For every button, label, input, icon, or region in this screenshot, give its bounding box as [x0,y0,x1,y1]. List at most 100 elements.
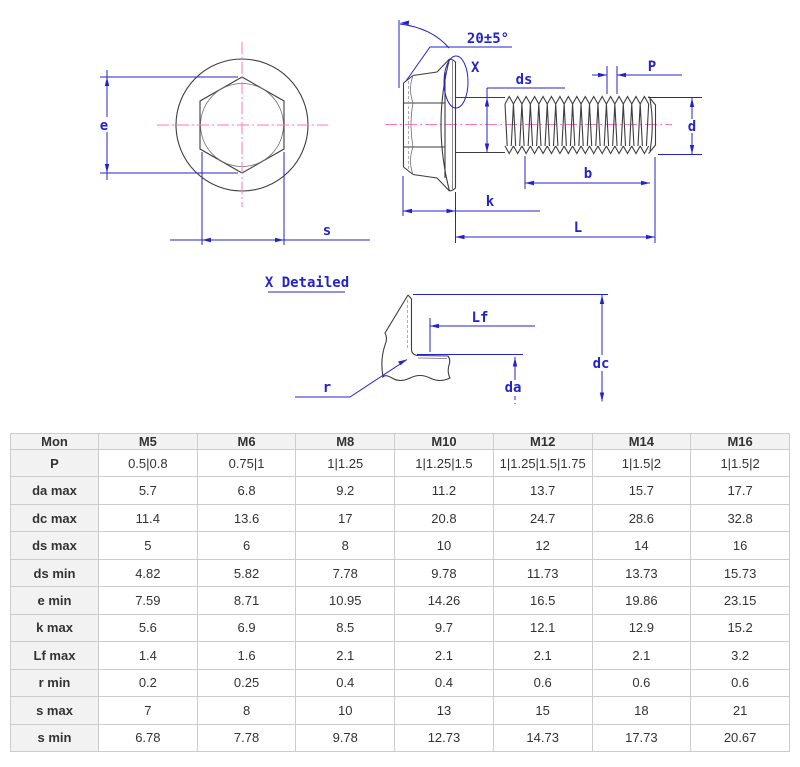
row-label-cell: ds min [10,558,99,588]
value-cell: 12 [492,531,593,560]
value-cell: 17 [295,503,396,533]
value-cell: 6.78 [98,723,198,753]
value-cell: 8.5 [295,613,396,643]
value-cell: 15.2 [690,613,790,643]
detail-view-title: X Detailed [265,275,349,291]
value-cell: 1.6 [196,641,297,670]
value-cell: 9.7 [394,613,494,643]
value-cell: 0.6 [690,668,790,698]
column-header-cell: M8 [295,433,396,450]
value-cell: 21 [690,696,790,725]
value-cell: 16 [690,531,790,560]
value-cell: 28.6 [591,503,692,533]
detail-view: X Detailed Lf dc da [265,275,614,404]
front-view: e s [98,42,370,245]
da-dimension-label: da [505,380,522,396]
dc-dimension: dc [413,294,614,402]
x-detail-marker: X [443,55,480,109]
value-cell: 12.1 [492,613,593,643]
flange-profile [440,58,457,192]
side-view: 20±5° X ds P d [385,20,702,243]
s-dimension: s [170,152,370,245]
value-cell: 2.1 [394,641,494,670]
value-cell: 20.67 [690,723,790,753]
l-dimension: L [455,157,656,243]
value-cell: 6 [196,531,297,560]
k-dimension-label: k [486,194,495,210]
value-cell: 1|1.25|1.5|1.75 [492,448,593,478]
row-label-cell: s max [10,696,99,725]
angle-dimension-label: 20±5° [467,31,509,47]
s-dimension-label: s [323,223,331,239]
value-cell: 9.2 [295,476,396,505]
ds-dimension-label: ds [516,72,533,88]
row-label-cell: P [10,448,99,478]
row-label-cell: dc max [10,503,99,533]
value-cell: 5.82 [196,558,297,588]
row-label-cell: s min [10,723,99,753]
row-label-cell: Lf max [10,641,99,670]
value-cell: 2.1 [295,641,396,670]
value-cell: 1.4 [98,641,198,670]
p-dimension: P [592,59,682,94]
value-cell: 7.59 [98,586,198,615]
value-cell: 0.75|1 [196,448,297,478]
hex-head-profile [402,58,450,192]
value-cell: 1|1.5|2 [591,448,692,478]
value-cell: 9.78 [295,723,396,753]
value-cell: 17.73 [591,723,692,753]
value-cell: 7 [98,696,198,725]
value-cell: 2.1 [591,641,692,670]
value-cell: 0.5|0.8 [98,448,198,478]
value-cell: 0.2 [98,668,198,698]
d-dimension: d [648,97,702,155]
flange-angle-callout: 20±5° [398,20,512,88]
shank [456,96,505,154]
value-cell: 7.78 [196,723,297,753]
da-dimension: da [417,354,523,404]
value-cell: 8.71 [196,586,297,615]
e-dimension-label: e [100,118,108,134]
row-label-cell: ds max [10,531,99,560]
row-label-cell: e min [10,586,99,615]
dc-dimension-label: dc [593,356,610,372]
value-cell: 11.4 [98,503,198,533]
value-cell: 10 [394,531,494,560]
value-cell: 5.6 [98,613,198,643]
d-dimension-label: d [688,119,696,135]
value-cell: 14 [591,531,692,560]
technical-drawing: e s [98,20,702,404]
value-cell: 32.8 [690,503,790,533]
value-cell: 12.73 [394,723,494,753]
value-cell: 23.15 [690,586,790,615]
value-cell: 5.7 [98,476,198,505]
thread-profile [504,95,650,155]
value-cell: 11.73 [492,558,593,588]
l-dimension-label: L [574,220,582,236]
value-cell: 20.8 [394,503,494,533]
value-cell: 13.6 [196,503,297,533]
row-label-cell: r min [10,668,99,698]
lf-dimension-label: Lf [472,310,489,326]
b-dimension-label: b [584,166,592,182]
value-cell: 13 [394,696,494,725]
ds-dimension: ds [484,72,565,153]
value-cell: 2.1 [492,641,593,670]
column-header-cell: M14 [591,433,692,450]
value-cell: 7.78 [295,558,396,588]
value-cell: 14.26 [394,586,494,615]
value-cell: 1|1.5|2 [690,448,790,478]
column-header-cell: M12 [492,433,593,450]
value-cell: 24.7 [492,503,593,533]
